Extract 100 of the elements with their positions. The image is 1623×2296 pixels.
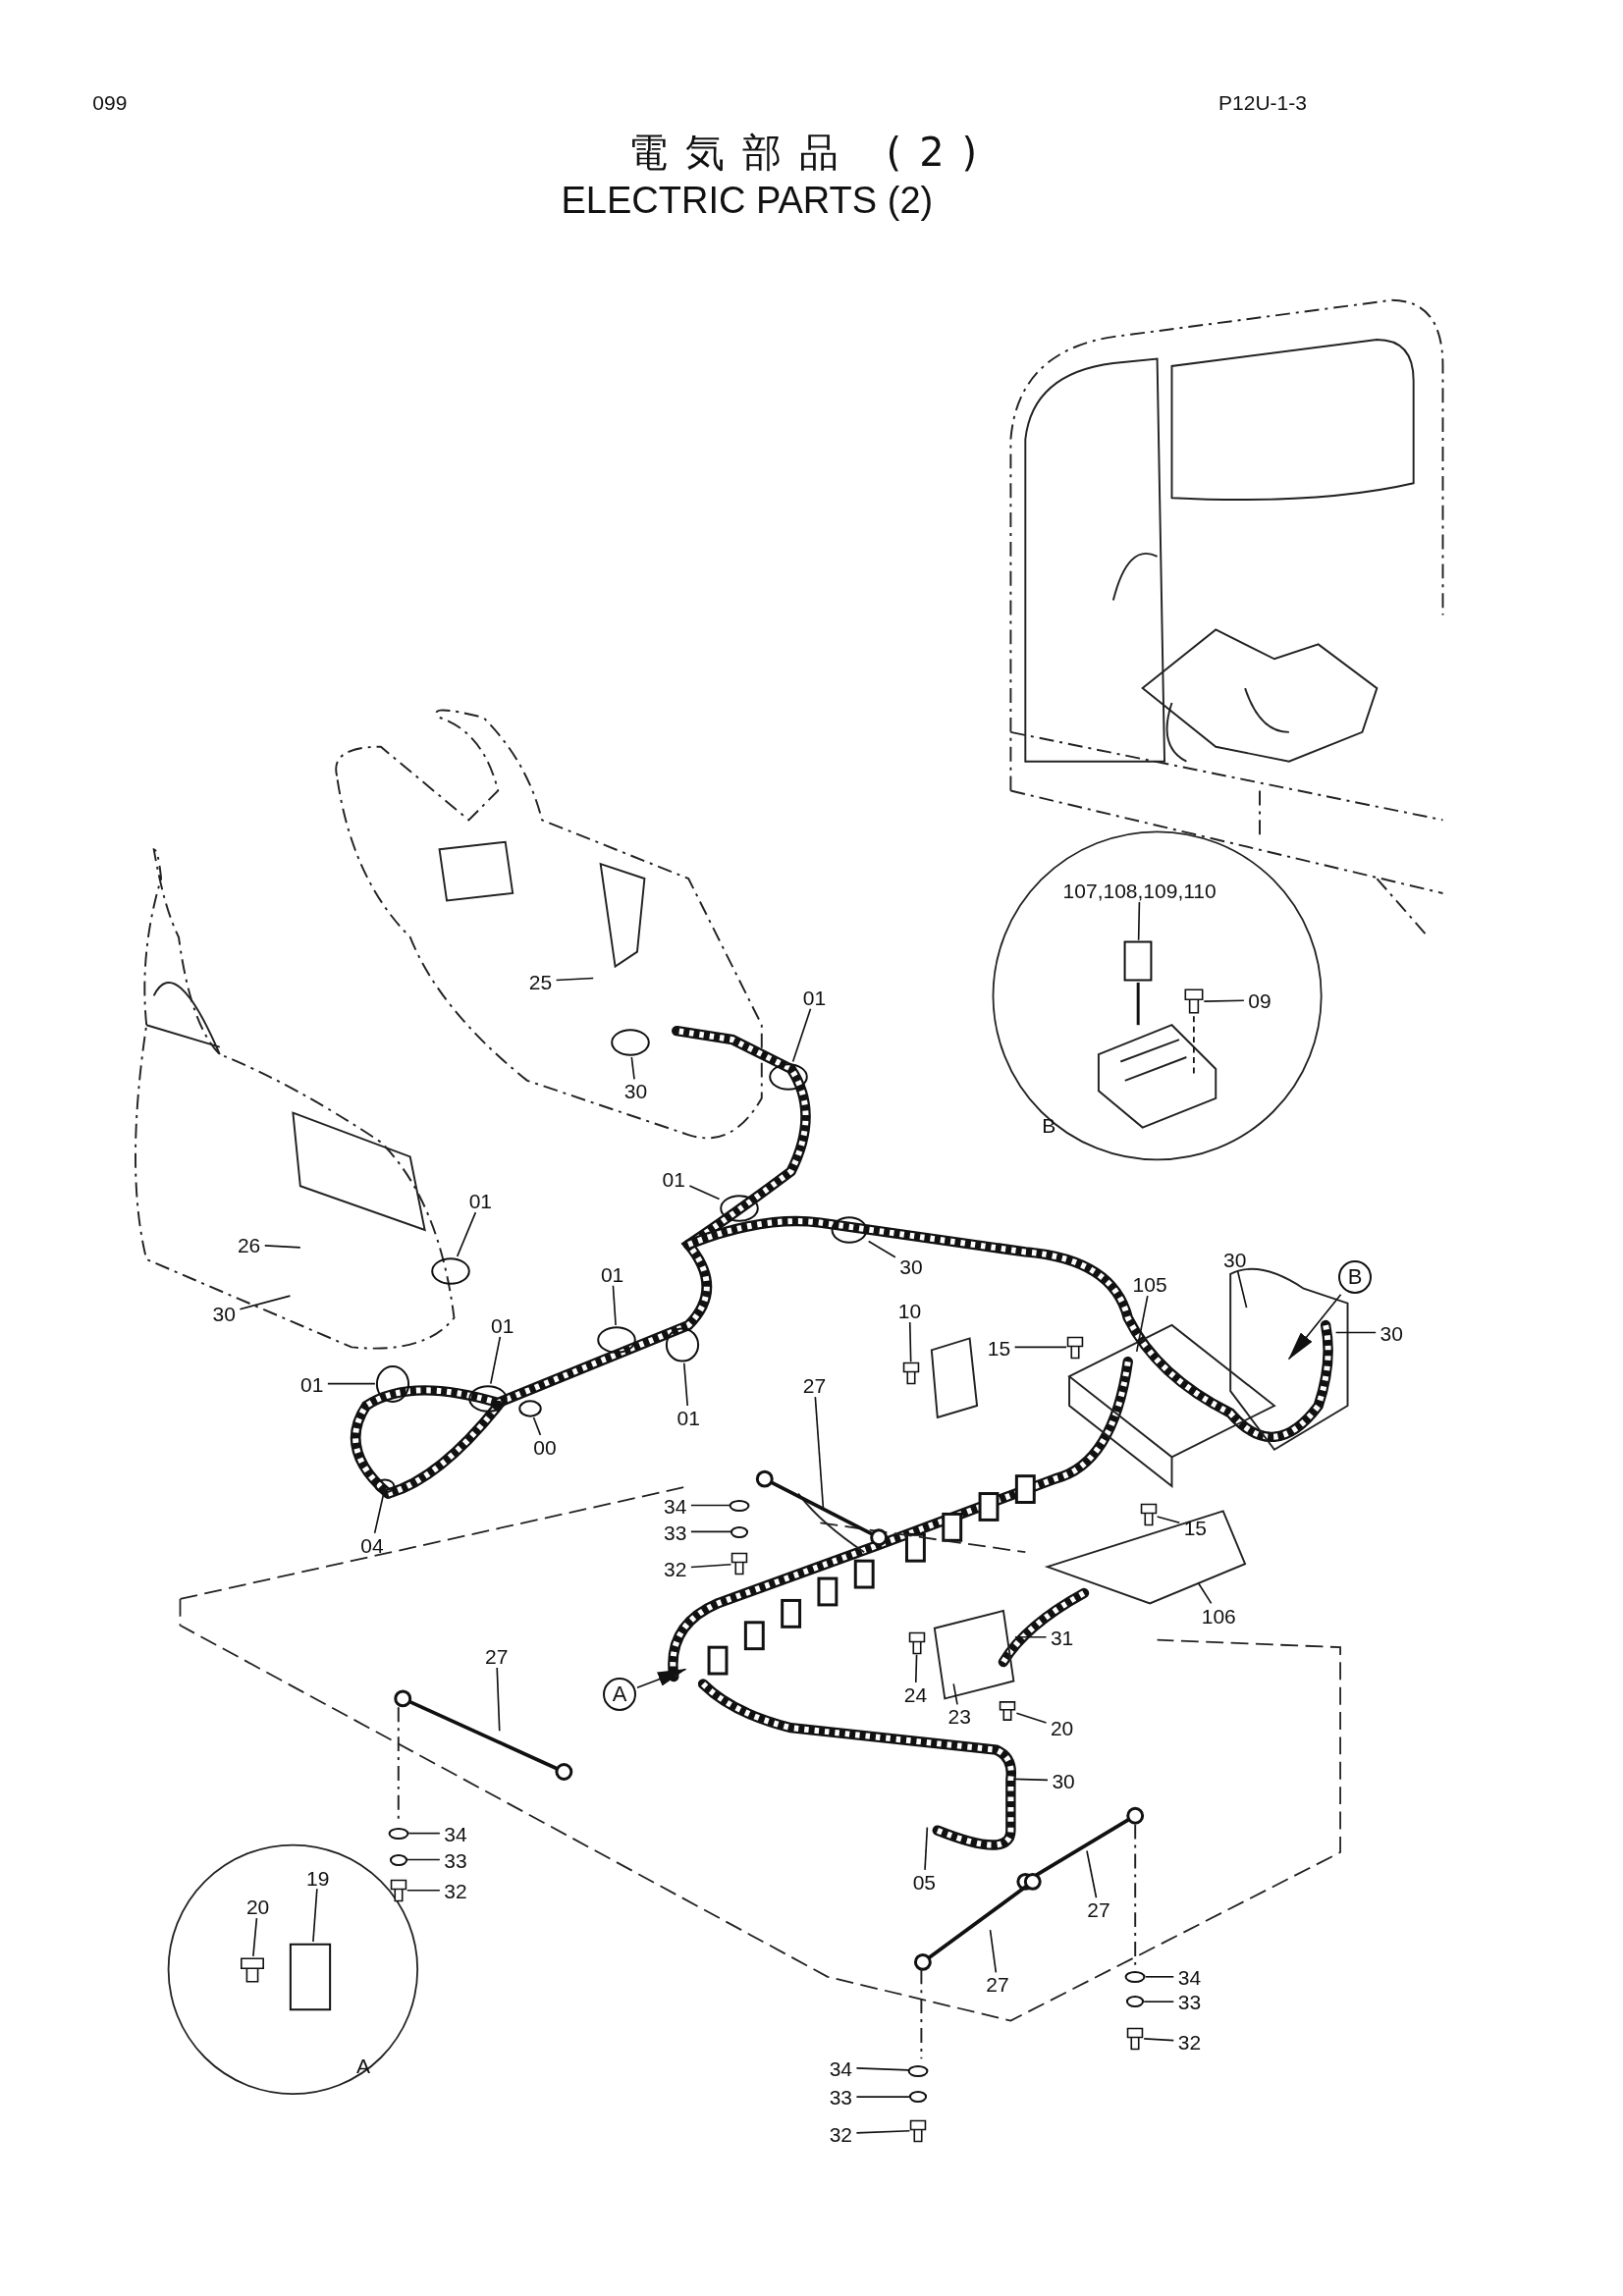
leader-line [924,1826,929,1871]
label: B [1042,1114,1056,1136]
callout-number: 10 [897,1300,922,1321]
callout-number: 05 [912,1871,937,1893]
washer [1124,1971,1146,1983]
switch [288,1942,333,2012]
cable-clamp [609,1028,651,1058]
leader-line [1334,1331,1377,1334]
callout-number: 33 [1177,1991,1202,2012]
callout-number: 33 [444,1849,467,1871]
fuse [1123,939,1154,982]
bolt [1183,988,1205,1015]
callout-number: 31 [1050,1627,1074,1648]
callout-number: 01 [491,1314,514,1336]
view-marker: B [1338,1259,1372,1294]
callout-number: 27 [485,1645,509,1667]
cable-clamp [596,1325,637,1355]
leader-line [1156,1516,1181,1524]
leader-line [1287,1293,1342,1361]
leader-line [407,1832,441,1835]
view-marker: A [603,1678,637,1712]
cable-clamp [719,1193,761,1223]
cable-clamp [466,1383,509,1414]
bolt [239,1956,265,1983]
leader-line [373,1492,385,1534]
callout-number: 30 [623,1080,648,1101]
leader-line [406,1890,441,1892]
leader-line [496,1667,501,1732]
cable-clamp [830,1215,869,1246]
leader-line [239,1295,292,1310]
callout-number: 27 [1087,1898,1110,1920]
leader-line [532,1416,542,1436]
label: P12U-1-3 [1218,91,1307,113]
callout-number: 27 [986,1974,1009,1995]
callout-number: 20 [245,1896,270,1917]
callout-number: 19 [306,1867,330,1889]
callout-number: 107,108,109,110 [1062,880,1217,901]
title: 電気部品 (2) [627,130,996,175]
callout-number: 01 [676,1407,700,1428]
washer [388,1827,409,1840]
bolt [730,1552,749,1576]
leader-line [489,1336,502,1385]
callout-number: 09 [1248,989,1271,1011]
callout-number: 34 [829,2057,852,2078]
leader-line [690,1530,732,1533]
callout-number: 30 [1380,1322,1403,1344]
bolt [999,1700,1017,1721]
leader-line [1236,1270,1248,1308]
leader-line [612,1284,617,1326]
callout-number: 26 [237,1234,261,1255]
callout-number: 01 [300,1373,324,1395]
spring-washer [1126,1996,1145,2008]
cable-clamp [665,1325,701,1363]
leader-line [1015,1712,1048,1724]
callout-number: 15 [987,1337,1011,1358]
leader-line [791,1007,812,1063]
label: A [356,2055,370,2076]
callout-number: 23 [947,1705,971,1727]
callout-number: 34 [444,1823,467,1844]
leader-line [1086,1849,1098,1899]
washer [729,1499,750,1512]
leader-line [456,1211,477,1257]
bolt [1066,1335,1084,1360]
leader-line [867,1240,896,1258]
spring-washer [730,1525,749,1538]
leader-line [989,1929,998,1974]
callout-number: 24 [903,1683,928,1705]
leader-line [908,1321,912,1363]
bolt [907,1630,926,1655]
leader-line [1013,1346,1067,1349]
leader-line [688,1185,721,1201]
callout-number: 34 [1177,1966,1202,1988]
leader-line [690,1563,732,1569]
callout-number: 106 [1201,1605,1236,1627]
callout-number: 30 [899,1255,923,1277]
callout-number: 30 [212,1303,236,1324]
bolt [1126,2026,1145,2051]
leader-line [263,1245,301,1249]
leader-line [1143,2038,1175,2042]
callout-number: 34 [664,1495,687,1517]
callout-number: 01 [468,1190,492,1211]
leader-line [855,2067,909,2071]
callout-number: 00 [533,1436,557,1458]
callout-number: 32 [829,2123,852,2145]
subtitle: ELECTRIC PARTS (2) [561,182,934,220]
leader-line [555,977,595,982]
spring-washer [389,1853,407,1866]
callout-number: 30 [1222,1249,1247,1270]
leader-line [1197,1581,1213,1605]
callout-number: 30 [1052,1770,1075,1791]
callout-number: 04 [360,1534,384,1556]
callout-number: 105 [1132,1273,1167,1295]
leader-line [1012,1778,1049,1782]
leader-line [855,2129,911,2134]
leader-line [312,1888,318,1943]
callout-number: 25 [528,971,553,992]
callout-number: 33 [664,1522,687,1542]
callout-number: 32 [664,1558,687,1579]
leader-line [1135,1295,1149,1353]
cable-clamp [374,1362,410,1405]
